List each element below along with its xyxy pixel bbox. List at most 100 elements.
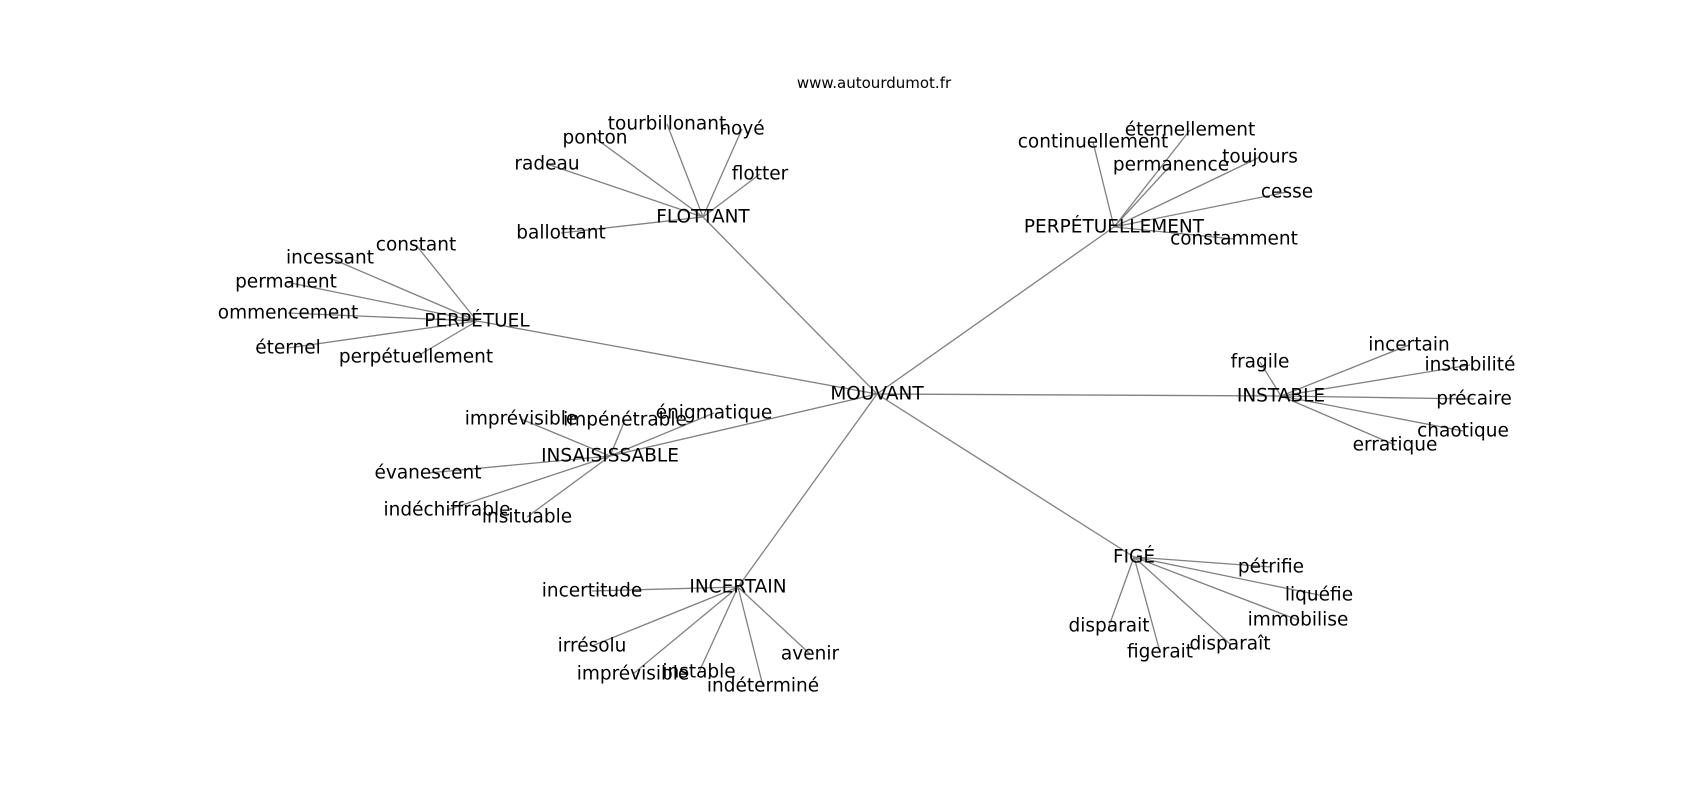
edge-perpetuel-incessant (329, 257, 478, 322)
leaf-word-instable[interactable]: instable (662, 662, 735, 683)
edge-insaisissable-evanescent (427, 455, 611, 474)
edge-instable-fragile (1259, 361, 1282, 397)
leaf-word-liquefie[interactable]: liquéfie (1285, 585, 1353, 606)
edge-center-flottant (702, 216, 878, 395)
hub-word-incertain[interactable]: INCERTAIN (689, 577, 786, 598)
leaf-word-constant[interactable]: constant (376, 235, 456, 256)
edge-perpetuel-constant (415, 244, 478, 322)
edge-insaisissable-insituable (526, 455, 611, 518)
leaf-word-evanescent[interactable]: évanescent (375, 463, 482, 484)
edge-insaisissable-imprevisible (520, 418, 611, 457)
labels: MOUVANTFLOTTANTballottantradeaupontontou… (218, 114, 1516, 697)
leaf-word-flotter[interactable]: flotter (732, 164, 789, 185)
edge-instable-chaotique (1280, 395, 1464, 432)
edge-fige-immobilise (1133, 556, 1299, 621)
edge-fige-figerait (1133, 556, 1161, 653)
edge-perpetuellement-constamment (1113, 226, 1235, 240)
edge-flottant-ponton (594, 137, 704, 218)
leaf-word-indechiffrable[interactable]: indéchiffrable (384, 500, 511, 521)
hub-word-insaisissable[interactable]: INSAISISSABLE (541, 446, 679, 467)
edge-flottant-tourbillonant (666, 123, 704, 218)
leaf-word-ballottant[interactable]: ballottant (516, 223, 606, 244)
leaf-word-incessant[interactable]: incessant (286, 248, 374, 269)
leaf-word-impenetrable[interactable]: impénétrable (563, 410, 687, 431)
edge-incertain-irresolu (591, 586, 739, 647)
leaf-word-disparait[interactable]: disparait (1069, 616, 1150, 637)
edge-flottant-flotter (702, 173, 761, 218)
hub-word-perpetuel[interactable]: PERPÉTUEL (424, 310, 530, 332)
leaf-word-eternel[interactable]: éternel (255, 338, 321, 359)
edge-fige-petrifie (1133, 556, 1272, 568)
leaf-word-insituable[interactable]: insituable (482, 507, 572, 528)
hub-word-fige[interactable]: FIGÉ (1113, 546, 1155, 568)
edge-insaisissable-indechiffrable (446, 455, 611, 511)
edge-center-perpetuellement (876, 226, 1115, 395)
edge-perpetuel-eternel (287, 320, 478, 349)
leaf-word-incertain[interactable]: incertain (1368, 335, 1449, 356)
edge-instable-precaire (1280, 395, 1475, 400)
leaf-word-indetermine[interactable]: indéterminé (707, 676, 819, 697)
leaf-word-ponton[interactable]: ponton (562, 128, 627, 149)
edge-perpetuellement-eternellement (1113, 129, 1191, 228)
leaf-word-perpetuellement[interactable]: perpétuellement (339, 347, 493, 368)
edge-perpetuellement-toujours (1113, 156, 1261, 228)
edge-incertain-instable (698, 586, 739, 673)
leaf-word-enigmatique[interactable]: énigmatique (656, 403, 773, 424)
leaf-word-eternellement[interactable]: éternellement (1125, 120, 1255, 141)
edge-fige-disparait (1108, 556, 1135, 627)
leaf-word-cesse[interactable]: cesse (1261, 182, 1313, 203)
edge-incertain-indetermine (737, 586, 764, 687)
hub-word-perpetuellement[interactable]: PERPÉTUELLEMENT (1024, 216, 1205, 238)
leaf-word-erratique[interactable]: erratique (1353, 435, 1438, 456)
leaf-word-ommencement[interactable]: ommencement (218, 303, 358, 324)
edge-incertain-imprevisible (632, 586, 739, 675)
leaf-word-precaire[interactable]: précaire (1436, 389, 1512, 410)
edge-fige-liquefie (1133, 556, 1320, 596)
leaf-word-figerait[interactable]: figerait (1127, 642, 1193, 663)
leaf-word-fragile[interactable]: fragile (1231, 352, 1290, 373)
leaf-word-instabilite[interactable]: instabilité (1425, 355, 1516, 376)
edge-instable-incertain (1280, 344, 1410, 397)
edge-flottant-ballottant (560, 216, 704, 234)
edge-perpetuellement-continuellement (1092, 141, 1115, 228)
edge-perpetuel-perpetuellement (415, 320, 478, 358)
edge-perpetuellement-permanence (1113, 164, 1172, 228)
edge-center-fige (876, 393, 1135, 558)
leaf-word-avenir[interactable]: avenir (781, 644, 840, 665)
leaf-word-permanent[interactable]: permanent (235, 272, 337, 293)
leaf-word-imprevisible[interactable]: imprévisible (465, 409, 578, 430)
leaf-word-chaotique[interactable]: chaotique (1417, 421, 1509, 442)
edge-flottant-radeau (546, 163, 704, 218)
leaf-word-disparait[interactable]: disparaît (1190, 634, 1271, 655)
leaf-word-continuellement[interactable]: continuellement (1018, 132, 1168, 153)
hub-word-instable[interactable]: INSTABLE (1237, 386, 1325, 407)
leaf-word-permanence[interactable]: permanence (1113, 155, 1229, 176)
edge-fige-disparait (1133, 556, 1231, 645)
leaf-word-noye[interactable]: noyé (719, 119, 764, 140)
edge-insaisissable-enigmatique (609, 412, 715, 457)
edge-perpetuellement-cesse (1113, 191, 1288, 228)
center-word[interactable]: MOUVANT (830, 384, 924, 405)
edge-incertain-incertitude (591, 586, 739, 592)
leaf-word-constamment[interactable]: constamment (1170, 229, 1298, 250)
leaf-word-tourbillonant[interactable]: tourbillonant (608, 114, 726, 135)
edge-center-incertain (737, 393, 878, 588)
leaf-word-toujours[interactable]: toujours (1222, 147, 1298, 168)
leaf-word-imprevisible[interactable]: imprévisible (577, 664, 690, 685)
edge-center-insaisissable (609, 393, 878, 457)
hub-word-flottant[interactable]: FLOTTANT (656, 207, 750, 228)
site-url[interactable]: www.autourdumot.fr (797, 74, 952, 92)
leaf-word-incertitude[interactable]: incertitude (542, 581, 643, 602)
leaf-word-petrifie[interactable]: pétrifie (1238, 557, 1304, 578)
edge-flottant-noye (702, 128, 743, 218)
leaf-word-immobilise[interactable]: immobilise (1248, 610, 1349, 631)
edge-center-perpetuel (476, 320, 878, 395)
leaf-word-radeau[interactable]: radeau (514, 154, 579, 175)
edge-instable-erratique (1280, 395, 1396, 446)
leaf-word-irresolu[interactable]: irrésolu (558, 636, 627, 657)
edge-center-instable (876, 393, 1282, 397)
edge-instable-instabilite (1280, 364, 1471, 397)
edge-perpetuel-ommencement (287, 312, 478, 322)
edge-insaisissable-impenetrable (609, 419, 626, 457)
